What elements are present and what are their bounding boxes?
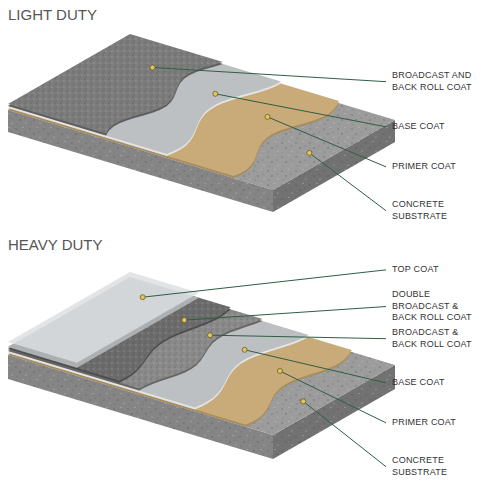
top-coat-layer <box>8 272 199 368</box>
layer-label: PRIMER COAT <box>392 417 492 429</box>
leader-line <box>309 153 386 211</box>
layer-label: BROADCAST & BACK ROLL COAT <box>392 327 476 350</box>
leader-dot <box>213 91 218 96</box>
layer-label: PRIMER COAT <box>392 161 492 173</box>
leader-line <box>245 350 386 383</box>
leader-dot <box>140 295 145 300</box>
leader-line <box>153 68 387 82</box>
layer-label: CONCRETE SUBSTRATE <box>392 455 492 478</box>
layer-label: BASE COAT <box>392 121 492 133</box>
broadcast-layer <box>8 34 223 136</box>
layer-label: DOUBLE BROADCAST & BACK ROLL COAT <box>392 289 484 324</box>
broadcast-grit <box>8 34 223 134</box>
leader-dot <box>277 369 282 374</box>
layer-label: TOP COAT <box>392 264 492 276</box>
layer-label: CONCRETE SUBSTRATE <box>392 199 492 222</box>
leader-line <box>184 307 386 321</box>
leader-line <box>268 117 387 167</box>
leader-line <box>280 371 386 423</box>
slab <box>8 34 395 212</box>
layer-label: BROADCAST AND BACK ROLL COAT <box>392 70 492 93</box>
leader-group <box>140 65 386 467</box>
leader-dot <box>265 114 270 119</box>
leader-line <box>303 401 386 466</box>
leader-dot <box>208 333 213 338</box>
leader-dot <box>307 150 312 155</box>
leader-dot <box>150 65 155 70</box>
leader-line <box>143 270 386 297</box>
section-heading: HEAVY DUTY <box>8 236 102 254</box>
layer-label: BASE COAT <box>392 377 492 389</box>
leader-dot <box>182 318 187 323</box>
leader-line <box>215 94 386 127</box>
leader-line <box>210 335 386 338</box>
leader-dot <box>301 399 306 404</box>
slab-group <box>8 34 395 459</box>
layer-surface <box>8 272 199 363</box>
slab <box>8 272 395 459</box>
leader-dot <box>242 347 247 352</box>
layer-surface <box>8 34 223 134</box>
section-heading: LIGHT DUTY <box>8 6 97 24</box>
